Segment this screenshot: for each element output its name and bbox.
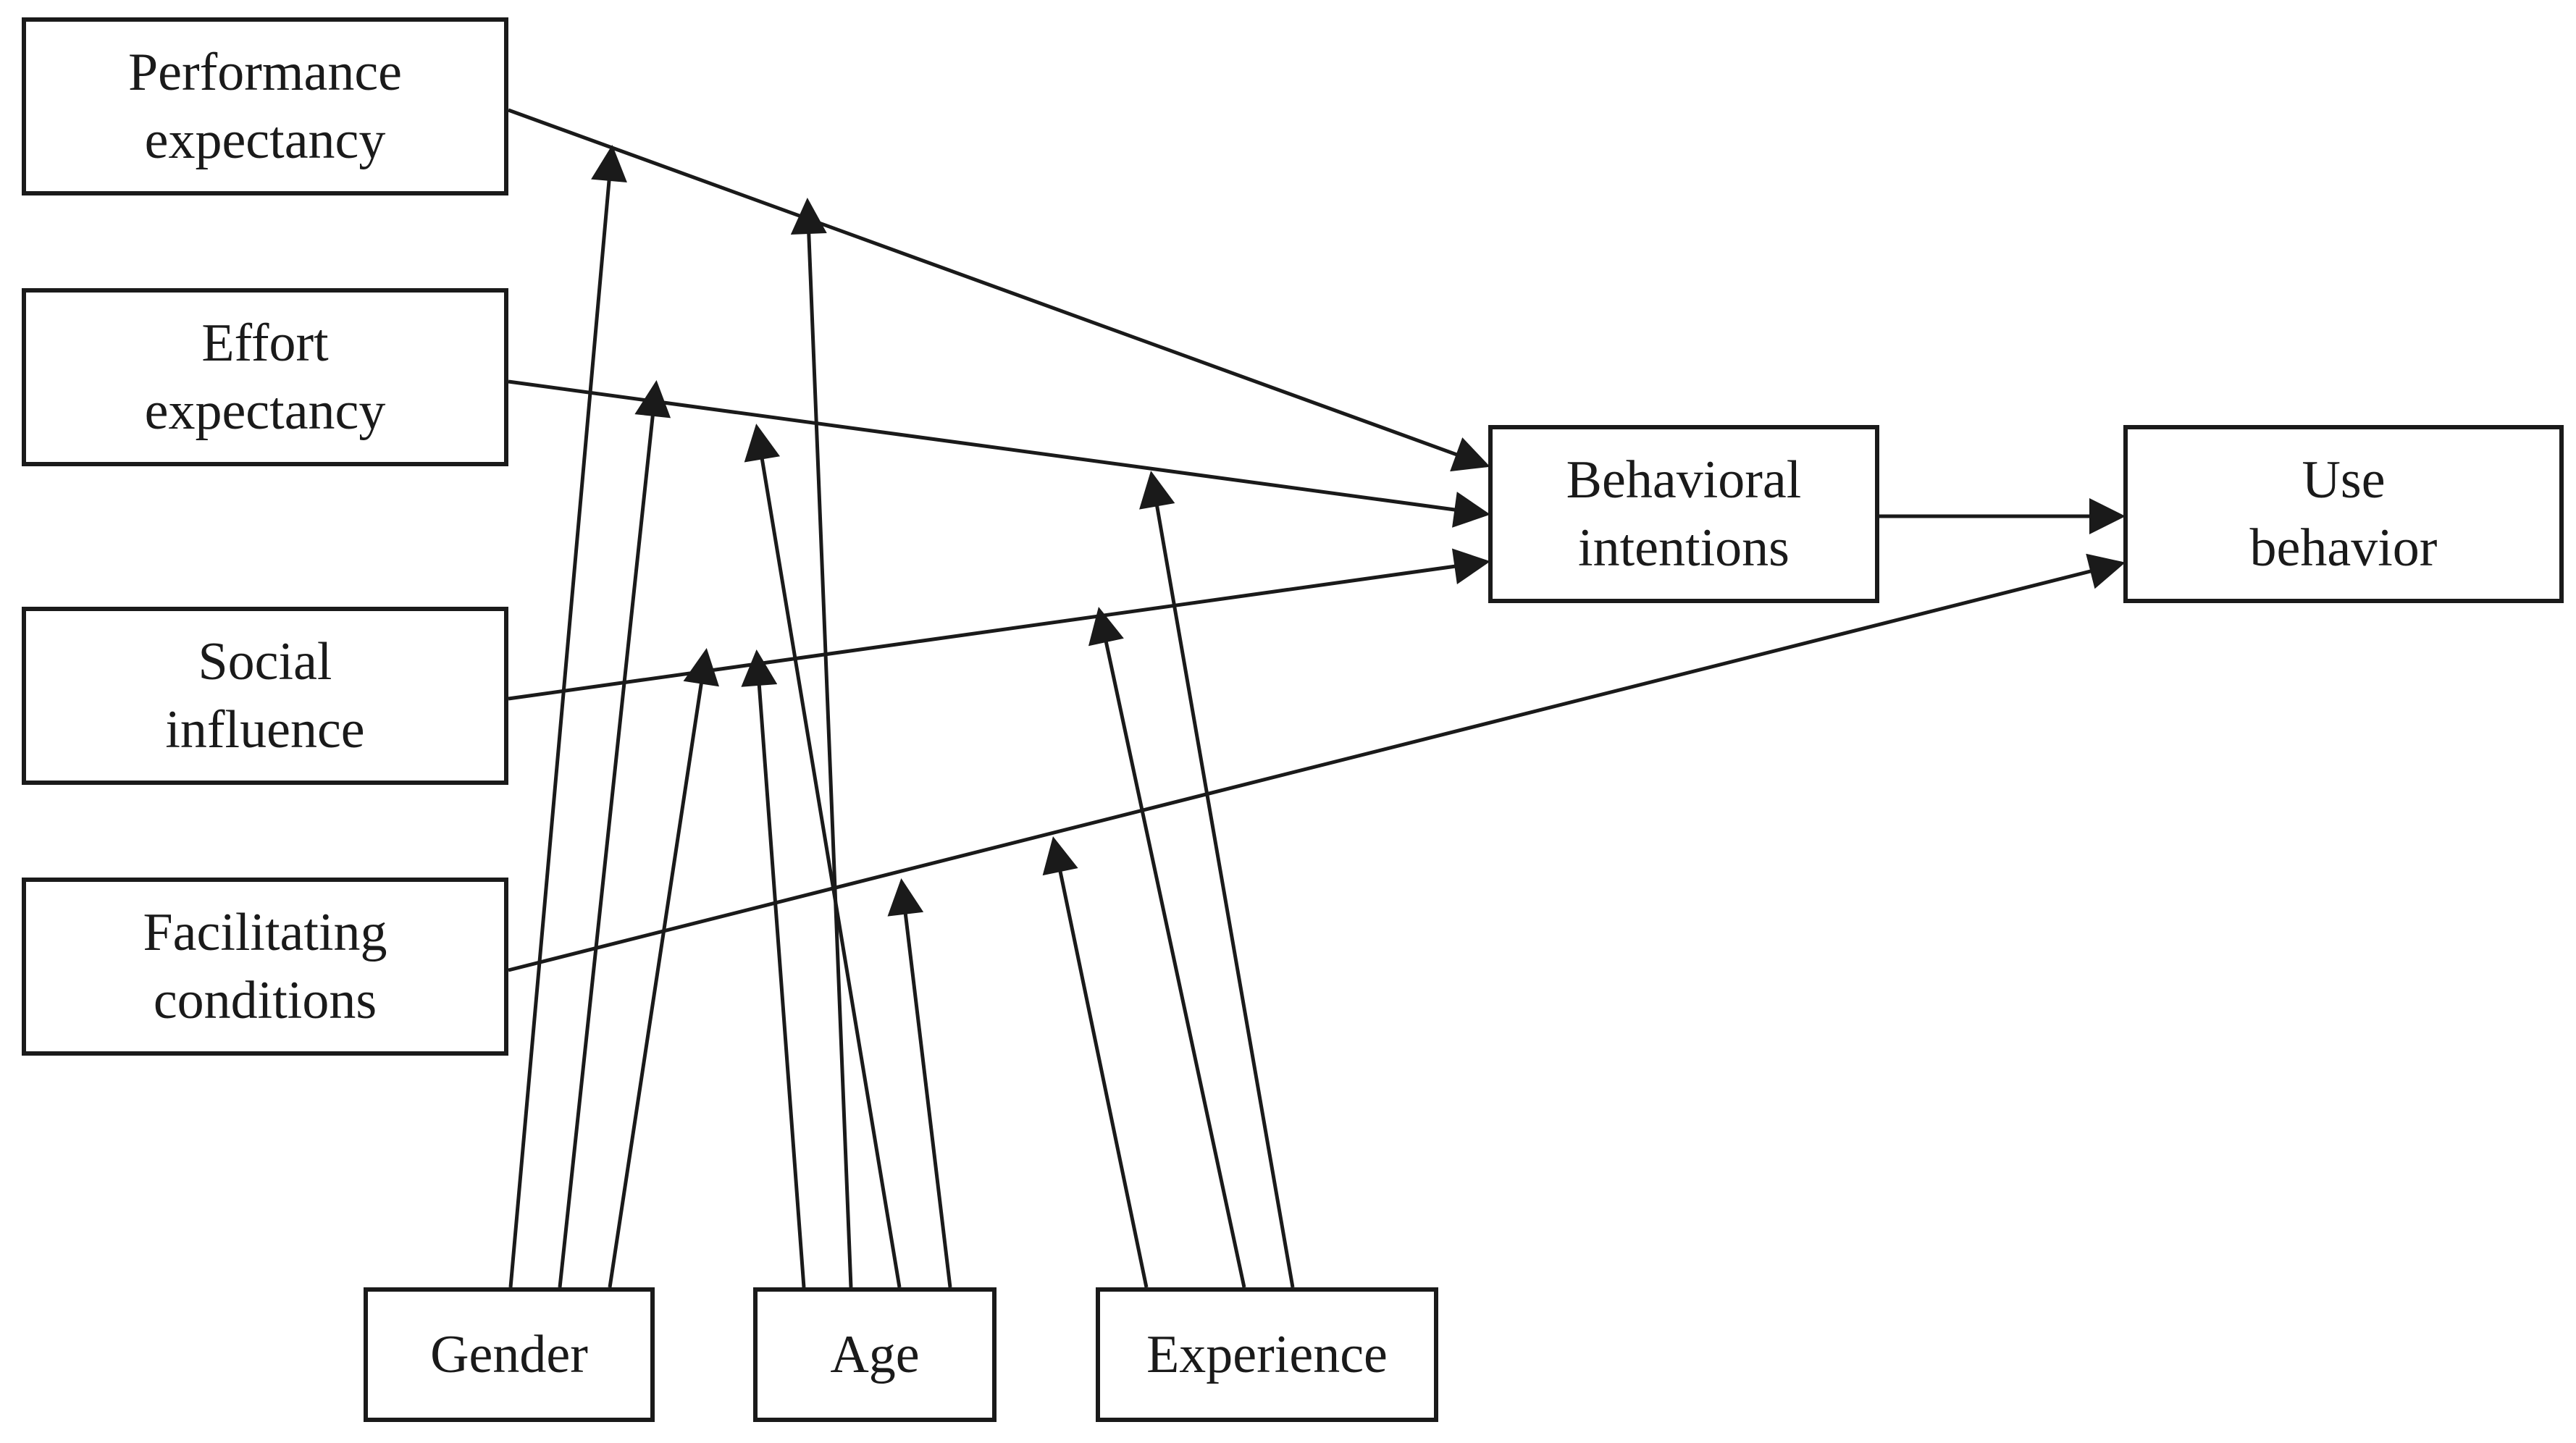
moderation-experience-si [1088, 607, 1246, 1288]
social-influence-line-1: Social [198, 632, 332, 691]
moderation-age-si [741, 649, 806, 1288]
edge-si-to-bi [508, 548, 1490, 701]
effort-expectancy-box: Effort expectancy [22, 288, 508, 466]
behavioral-intentions-line-1: Behavioral [1566, 450, 1802, 510]
social-influence-line-2: influence [165, 700, 365, 760]
behavioral-intentions-line-2: intentions [1578, 518, 1790, 578]
age-label: Age [830, 1325, 920, 1384]
edge-fc-to-ub [508, 553, 2126, 972]
effort-expectancy-line-2: expectancy [144, 382, 386, 441]
facilitating-conditions-line-1: Facilitating [143, 903, 387, 962]
moderation-age-pe [790, 198, 853, 1288]
use-behavior-line-2: behavior [2249, 518, 2438, 578]
facilitating-conditions-box: Facilitating conditions [22, 878, 508, 1056]
use-behavior-box: Use behavior [2123, 425, 2564, 603]
moderation-gender-si [608, 648, 719, 1288]
gender-box: Gender [364, 1287, 655, 1422]
experience-label: Experience [1146, 1325, 1388, 1384]
performance-expectancy-box: Performance expectancy [22, 17, 508, 195]
experience-box: Experience [1096, 1287, 1438, 1422]
moderation-experience-fc [1042, 836, 1149, 1288]
edge-ee-to-bi [508, 379, 1490, 528]
age-box: Age [753, 1287, 997, 1422]
moderation-age-fc [887, 878, 952, 1288]
moderation-gender-pe [508, 145, 627, 1288]
use-behavior-line-1: Use [2302, 450, 2386, 510]
moderation-gender-ee [558, 380, 671, 1288]
gender-label: Gender [430, 1325, 588, 1384]
social-influence-box: Social influence [22, 607, 508, 785]
moderation-experience-ee [1139, 471, 1295, 1288]
performance-expectancy-line-2: expectancy [144, 111, 386, 170]
edge-pe-to-bi [508, 108, 1490, 472]
moderation-age-ee [744, 424, 902, 1288]
facilitating-conditions-line-2: conditions [153, 971, 377, 1030]
effort-expectancy-line-1: Effort [201, 314, 329, 373]
behavioral-intentions-box: Behavioral intentions [1488, 425, 1879, 603]
performance-expectancy-line-1: Performance [127, 43, 403, 102]
